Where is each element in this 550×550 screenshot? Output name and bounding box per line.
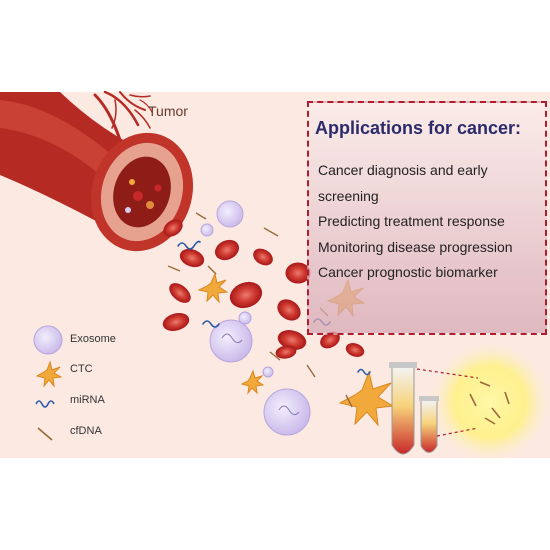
application-item: Monitoring disease progression xyxy=(318,238,513,255)
ctc xyxy=(338,370,395,427)
exosome xyxy=(209,319,253,363)
red-blood-cell xyxy=(345,343,365,357)
cfdna xyxy=(345,394,353,408)
application-item: Cancer prognostic biomarker xyxy=(318,264,498,280)
cfdna xyxy=(263,227,279,237)
red-blood-cell xyxy=(277,299,301,321)
tumor-vessels xyxy=(93,90,153,142)
red-blood-cell xyxy=(162,313,190,331)
exosome xyxy=(238,311,252,325)
red-blood-cell xyxy=(275,345,297,359)
legend-label: CTC xyxy=(70,363,93,375)
blood-vessel xyxy=(0,92,194,252)
exosome xyxy=(262,366,274,378)
cfdna xyxy=(207,265,217,275)
ctc xyxy=(240,369,265,395)
tumor-label: Tumor xyxy=(148,103,188,119)
red-blood-cell xyxy=(253,248,273,266)
exosomes xyxy=(200,200,311,436)
mirna-icon xyxy=(35,400,55,408)
legend-label: Exosome xyxy=(70,333,116,345)
legend-label: cfDNA xyxy=(70,425,102,437)
ctc-icon xyxy=(35,360,63,388)
red-blood-cell xyxy=(163,219,183,237)
legend: Exosome CTC miRNA cfDNA xyxy=(20,322,160,446)
ctc xyxy=(197,272,229,304)
red-blood-cell xyxy=(169,283,191,303)
legend-item-exosome: Exosome xyxy=(20,322,160,352)
sample-tubes xyxy=(389,342,550,462)
applications-list: Cancer diagnosis and early screening Pre… xyxy=(318,158,546,286)
exosome xyxy=(216,200,244,228)
exosome-icon xyxy=(33,325,63,355)
legend-icons xyxy=(33,325,63,441)
cfdna xyxy=(195,212,207,220)
red-blood-cells xyxy=(162,219,365,359)
mirna xyxy=(202,320,220,328)
cfdna xyxy=(269,351,281,361)
exosome xyxy=(263,388,311,436)
large-tube xyxy=(391,366,415,455)
exosome xyxy=(200,223,214,237)
applications-box xyxy=(307,101,547,335)
legend-item-mirna: miRNA xyxy=(20,384,160,414)
mirna xyxy=(177,240,201,250)
small-tube xyxy=(420,399,438,453)
red-blood-cell xyxy=(214,239,240,261)
legend-item-ctc: CTC xyxy=(20,353,160,383)
red-blood-cell xyxy=(179,248,205,268)
application-item: Cancer diagnosis and early screening xyxy=(318,162,488,204)
cfdna xyxy=(306,364,316,378)
applications-title: Applications for cancer: xyxy=(315,118,522,138)
red-blood-cell xyxy=(229,281,263,309)
application-item: Predicting treatment response xyxy=(318,213,505,229)
cfdna xyxy=(167,265,181,272)
legend-label: miRNA xyxy=(70,394,105,406)
legend-item-cfdna: cfDNA xyxy=(20,415,160,445)
cfdna-icon xyxy=(37,427,53,441)
mirna xyxy=(357,368,371,376)
